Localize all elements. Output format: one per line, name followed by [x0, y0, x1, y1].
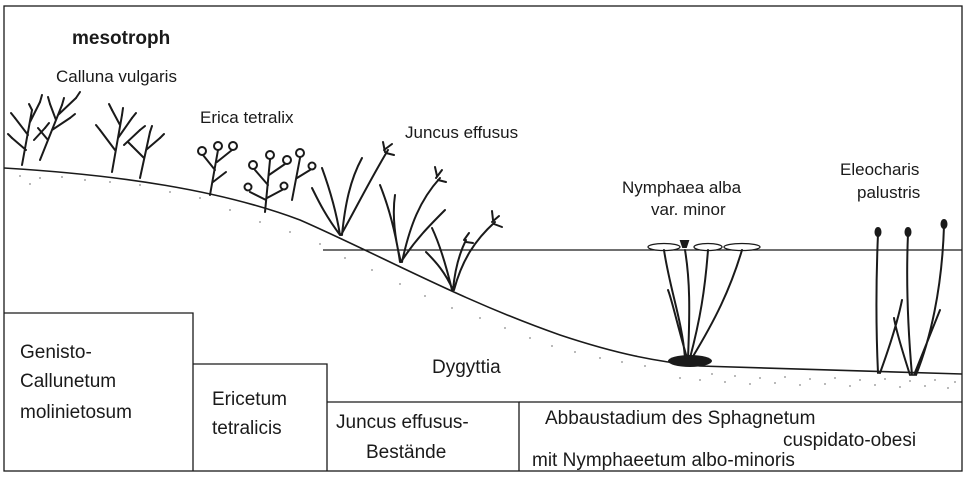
zone-genisto-line3: molinietosum: [20, 402, 132, 423]
plant-label-nymphaea-variety: var. minor: [651, 200, 726, 219]
juncus-tufts-illustration: [312, 142, 502, 290]
calluna-shrubs-illustration: [8, 92, 164, 178]
zone-genisto-line2: Callunetum: [20, 371, 116, 392]
zone-ericetum-line2: tetralicis: [212, 418, 282, 439]
ground-profile-line: [4, 168, 962, 374]
zone-genisto-line1: Genisto-: [20, 342, 92, 363]
zone-abbaustadium-line1: Abbaustadium des Sphagnetum: [545, 408, 815, 429]
plant-label-nymphaea: Nymphaea alba: [622, 178, 742, 197]
zone-juncus-line1: Juncus effusus-: [336, 412, 469, 433]
zone-juncus-line2: Bestände: [366, 442, 446, 463]
sediment-label: Dygyttia: [432, 357, 501, 378]
eleocharis-illustration: [876, 220, 947, 375]
zone-abbaustadium-line2: cuspidato-obesi: [783, 430, 916, 451]
trophic-label: mesotroph: [72, 28, 170, 49]
plant-label-eleocharis-species: palustris: [857, 183, 920, 202]
nymphaea-illustration: [648, 241, 760, 358]
zone-box-genisto: [4, 313, 193, 471]
zone-ericetum-line1: Ericetum: [212, 389, 287, 410]
plant-label-eleocharis: Eleocharis: [840, 160, 919, 179]
plant-label-erica: Erica tetralix: [200, 108, 294, 127]
erica-shrubs-illustration: [198, 142, 316, 212]
zone-abbaustadium-line3: mit Nymphaeetum albo-minoris: [532, 450, 795, 471]
plant-label-juncus: Juncus effusus: [405, 123, 518, 142]
plant-label-calluna: Calluna vulgaris: [56, 67, 177, 86]
